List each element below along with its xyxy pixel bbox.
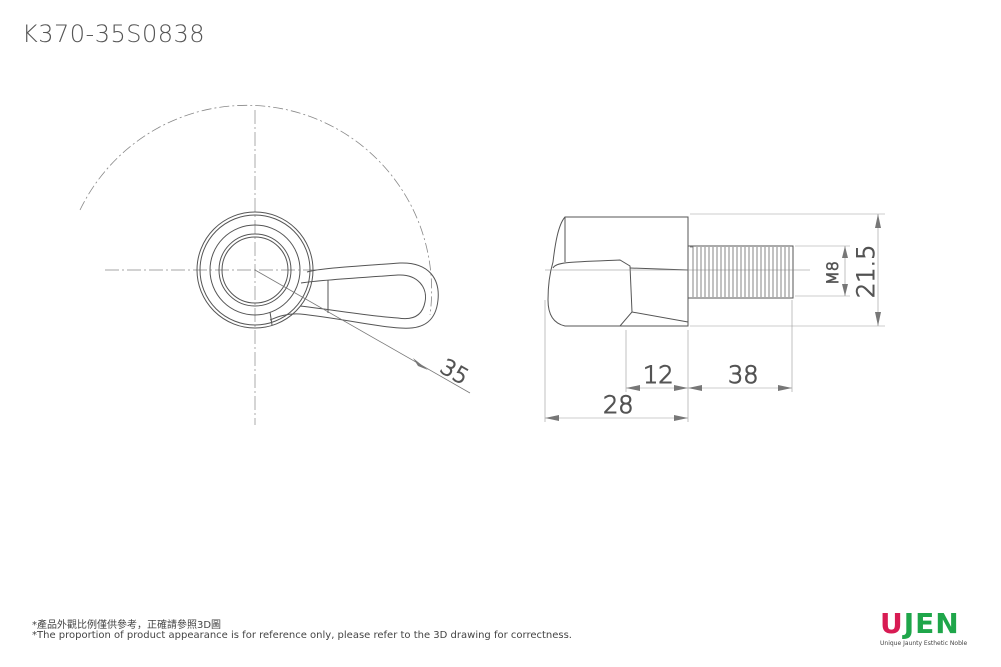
thread-dimension: M8 [823, 261, 842, 285]
logo-u: U [880, 607, 904, 640]
logo-tagline: Unique Jaunty Esthetic Noble [880, 640, 968, 647]
height-dimension: 21.5 [852, 245, 880, 298]
sweep-arc [79, 104, 433, 316]
dimension-12: 12 [643, 361, 674, 389]
disclaimer-english: *The proportion of product appearance is… [32, 630, 572, 641]
disclaimer-chinese: *產品外觀比例僅供參考，正確請參照3D圖 [32, 620, 222, 631]
brand-logo: UJEN Unique Jaunty Esthetic Noble [880, 607, 968, 648]
dimension-38: 38 [728, 361, 759, 389]
radius-dimension: 35 [436, 355, 473, 391]
side-view: M8 21.5 12 38 28 [544, 213, 885, 422]
logo-jen: JEN [903, 607, 960, 640]
front-view: 35 [79, 104, 473, 425]
part-number-title: K370-35S0838 [22, 20, 206, 48]
dimension-28: 28 [603, 391, 634, 419]
